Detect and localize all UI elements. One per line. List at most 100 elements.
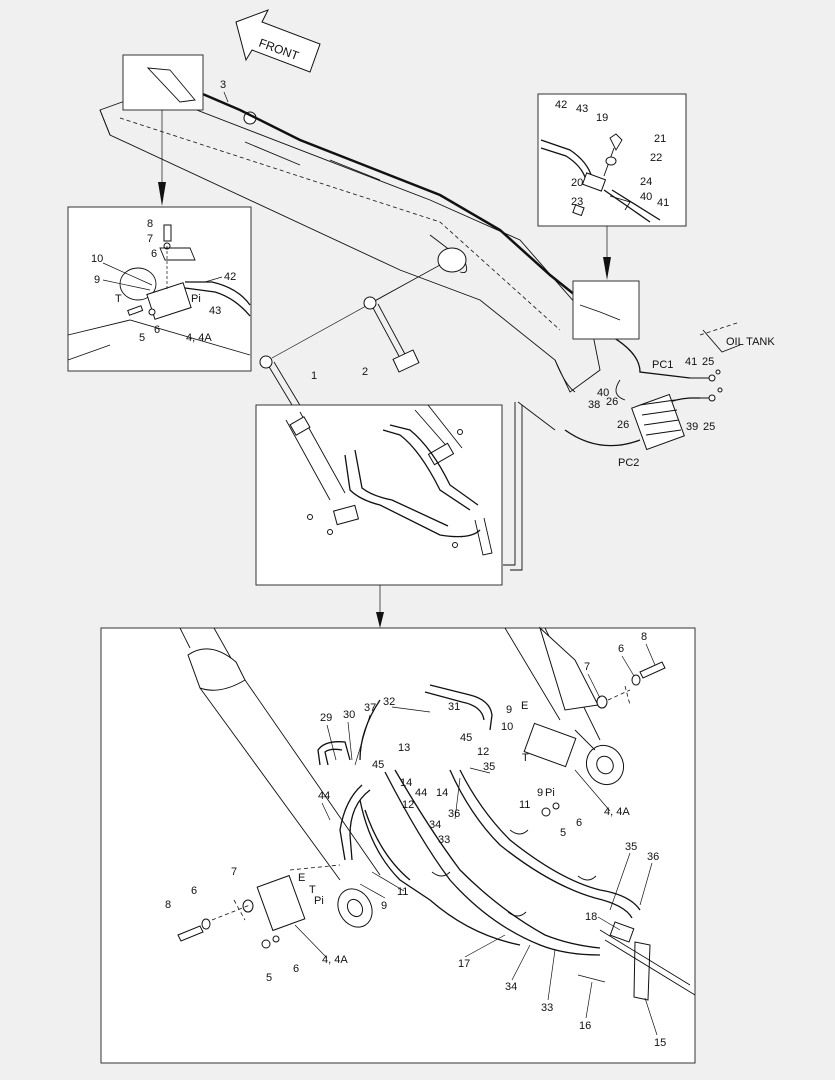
callout-label: 7 (584, 661, 590, 673)
callout-label: 6 (191, 885, 197, 897)
callout-label: T (115, 293, 122, 305)
callout-label: 42 (555, 99, 567, 111)
callout-label: 6 (618, 643, 624, 655)
callout-label: 6 (293, 963, 299, 975)
callout-label: 38 (588, 399, 600, 411)
callout-label: 4, 4A (322, 954, 348, 966)
callout-label: 12 (477, 746, 489, 758)
callout-label: 7 (231, 866, 237, 878)
callout-label: 8 (165, 899, 171, 911)
callout-label: 21 (654, 133, 666, 145)
callout-label: 11 (397, 886, 408, 898)
callout-label: 11 (519, 799, 530, 811)
callout-label: 26 (606, 396, 618, 408)
callout-label: 25 (702, 356, 714, 368)
callout-label: E (298, 872, 305, 884)
callout-label: 43 (576, 103, 588, 115)
callout-label: 6 (576, 817, 582, 829)
callout-label: 2 (362, 366, 368, 378)
callout-label: 32 (383, 696, 395, 708)
callout-label: 15 (654, 1037, 666, 1049)
inset-left: 8 7 6 10 9 T Pi 42 43 5 6 4, 4A (67, 206, 252, 372)
callout-label: 33 (438, 834, 450, 846)
callout-label: T (522, 752, 529, 764)
callout-label: 17 (458, 958, 470, 970)
callout-label: 34 (429, 819, 441, 831)
callout-label: 43 (209, 305, 221, 317)
callout-label: 4, 4A (186, 332, 212, 344)
callout-label: 34 (505, 981, 517, 993)
callout-label: 24 (640, 176, 652, 188)
callout-label: 33 (541, 1002, 553, 1014)
callout-label: 40 (597, 387, 609, 399)
callout-label: 13 (398, 742, 410, 754)
callout-label: 30 (343, 709, 355, 721)
callout-label: 20 (571, 177, 583, 189)
callout-label: 35 (625, 841, 637, 853)
callout-label: Pi (314, 895, 324, 907)
callout-label: 7 (147, 233, 153, 245)
callout-label: 42 (224, 271, 236, 283)
callout-label: 18 (585, 911, 597, 923)
callout-label: 6 (154, 324, 160, 336)
callout-label: 10 (501, 721, 513, 733)
inset-bottom (100, 626, 696, 1064)
control-valve-area: OIL TANK (503, 321, 775, 571)
callout-label: 12 (402, 799, 414, 811)
callout-label: 9 (381, 900, 387, 912)
callout-label: 9 (537, 787, 543, 799)
callout-label: 26 (617, 419, 629, 431)
callout-label: 25 (703, 421, 715, 433)
cylinder-1 (259, 264, 441, 411)
callout-label: 44 (415, 787, 427, 799)
callout-label: Pi (191, 293, 201, 305)
callout-label: 23 (571, 196, 583, 208)
inset-center (255, 404, 503, 586)
callout-label: E (521, 700, 528, 712)
callout-label: 40 (640, 191, 652, 203)
callout-label: 45 (460, 732, 472, 744)
callout-label: 14 (436, 787, 448, 799)
callout-label: 1 (311, 370, 317, 382)
callout-label: T (309, 884, 316, 896)
callout-label: 44 (318, 790, 330, 802)
callout-label: 39 (686, 421, 698, 433)
callout-label: 35 (483, 761, 495, 773)
callout-label: PC1 (652, 359, 673, 371)
callout-label: 36 (647, 851, 659, 863)
callout-label: 41 (657, 197, 669, 209)
inset-right: 42 43 19 21 22 20 24 23 40 41 (537, 93, 687, 227)
marker-box-right (572, 280, 640, 340)
callout-label: 8 (147, 218, 153, 230)
callout-label: 45 (372, 759, 384, 771)
front-arrow: FRONT (235, 9, 321, 73)
callout-label: 31 (448, 701, 460, 713)
detail-leaders (294, 643, 658, 1036)
callout-label: 41 (685, 356, 697, 368)
callout-label: PC2 (618, 457, 639, 469)
callout-label: 37 (364, 702, 376, 714)
callout-label: 6 (151, 248, 157, 260)
callout-label: 19 (596, 112, 608, 124)
cylinder-2 (363, 264, 441, 373)
callout-label: 29 (320, 712, 332, 724)
callout-label: 5 (266, 972, 272, 984)
callout-label: 4, 4A (604, 806, 630, 818)
oil-tank-label: OIL TANK (726, 336, 775, 348)
callout-label: 3 (220, 79, 226, 91)
callout-label: 16 (579, 1020, 591, 1032)
boom (99, 77, 601, 393)
detail-labels: 8 6 7 9 E 10 29 30 37 32 31 13 45 45 12 … (165, 631, 666, 1049)
callout-label: 36 (448, 808, 460, 820)
callout-label: Pi (545, 787, 555, 799)
callout-label: 9 (506, 704, 512, 716)
callout-label: 5 (139, 332, 145, 344)
callout-label: 9 (94, 274, 100, 286)
callout-label: 8 (641, 631, 647, 643)
callout-label: 10 (91, 253, 103, 265)
main-labels: 3 1 2 PC1 PC2 41 25 40 38 26 26 39 25 (220, 79, 715, 469)
callout-label: 14 (400, 777, 412, 789)
marker-box-top (122, 54, 204, 111)
callout-label: 22 (650, 152, 662, 164)
